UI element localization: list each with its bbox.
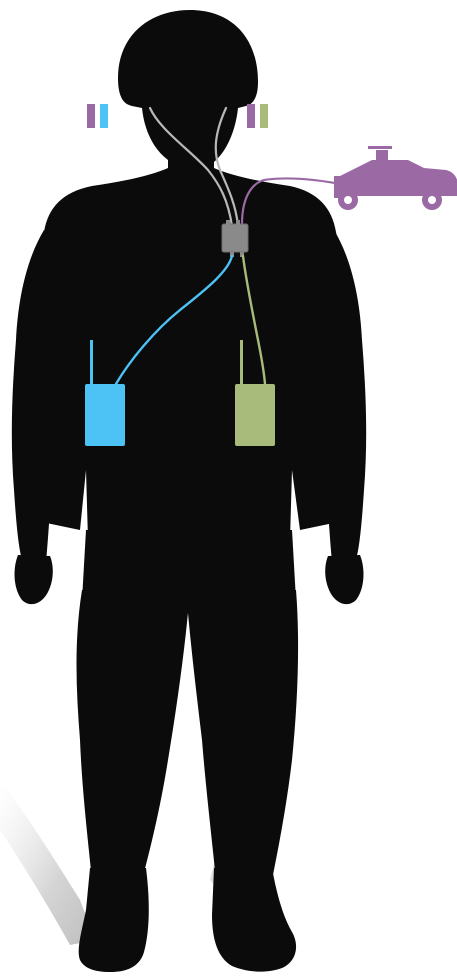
earpiece-indicator-icon [247, 104, 255, 128]
interface-hub-icon [222, 220, 248, 257]
ear-left-indicator [87, 104, 108, 128]
earpiece-indicator-icon [100, 104, 108, 128]
earpiece-indicator-icon [87, 104, 95, 128]
soldier-silhouette-icon [12, 10, 366, 972]
ear-right-indicator [247, 104, 268, 128]
earpiece-indicator-icon [260, 104, 268, 128]
humvee-icon [334, 146, 457, 210]
ground-shadow [0, 780, 95, 945]
